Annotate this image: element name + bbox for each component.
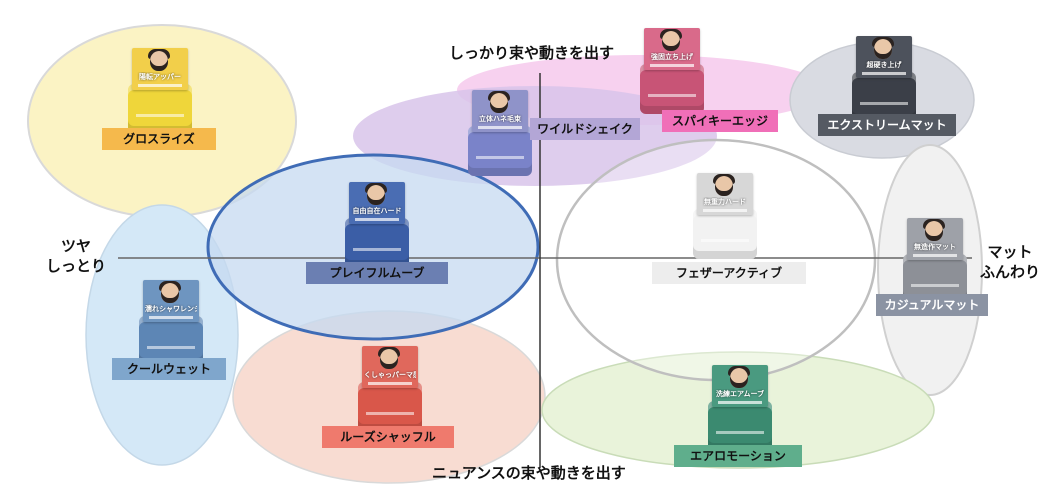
product-label: フェザーアクティブ	[652, 262, 806, 284]
product-jar-image: 強固立ち上げ	[640, 28, 704, 116]
jar-band	[911, 284, 959, 287]
jar-lid	[640, 64, 704, 114]
model-face	[874, 39, 892, 59]
jar-band	[701, 239, 749, 242]
product-jar-image: 濡れシャワレンジ	[139, 280, 203, 368]
product-jar-image: 無重力ハード	[693, 173, 757, 261]
product-label: ルーズシャッフル	[322, 426, 454, 448]
jar-sub-strip	[138, 84, 182, 87]
jar-card: 強固立ち上げ	[644, 28, 700, 70]
jar-card: くしゃっパーマ感	[362, 346, 418, 388]
jar-lid	[358, 382, 422, 432]
jar-copy-text: 強固立ち上げ	[651, 53, 693, 61]
jar-sub-strip	[703, 209, 747, 212]
model-face	[380, 349, 398, 369]
jar-lid	[468, 126, 532, 176]
product-jar-image: 洗練エアムーブ	[708, 365, 772, 453]
product-label: エクストリームマット	[818, 114, 956, 136]
jar-sub-strip	[368, 382, 412, 385]
axis-label-top: しっかり束や動きを出す	[449, 44, 615, 62]
model-face	[662, 31, 680, 51]
jar-copy-text: 濡れシャワレンジ	[145, 305, 197, 313]
axis-label-left-line1: ツヤ	[60, 237, 91, 255]
model-face	[925, 221, 943, 241]
jar-lid	[693, 209, 757, 259]
jar-band	[860, 102, 908, 105]
jar-copy-text: 自由自在ハード	[352, 207, 402, 215]
jar-band	[366, 412, 414, 415]
jar-card: 陽転アッパー	[132, 48, 188, 90]
product-label: カジュアルマット	[876, 294, 988, 316]
model-face	[367, 185, 385, 205]
axis-label-bottom: ニュアンスの束や動きを出す	[432, 464, 626, 482]
product-label: グロスライズ	[102, 128, 216, 150]
jar-sub-strip	[913, 254, 957, 257]
jar-sub-strip	[650, 64, 694, 67]
model-face	[490, 93, 508, 113]
jar-sub-strip	[862, 72, 906, 75]
product-label: スパイキーエッジ	[662, 110, 778, 132]
product-jar-image: 自由自在ハード	[345, 182, 409, 270]
jar-sub-strip	[149, 316, 193, 319]
axis-label-left-line2: しっとり	[45, 257, 106, 275]
jar-card: 濡れシャワレンジ	[143, 280, 199, 322]
model-face	[161, 283, 179, 303]
jar-copy-text: 超硬き上げ	[866, 61, 902, 69]
jar-lid	[708, 401, 772, 451]
model-face	[150, 51, 168, 71]
product-jar-image: 超硬き上げ	[852, 36, 916, 124]
jar-lid	[852, 72, 916, 122]
jar-band	[353, 248, 401, 251]
jar-card: 無造作マット	[907, 218, 963, 260]
product-jar-image: 無造作マット	[903, 218, 967, 306]
model-face	[730, 368, 748, 388]
product-jar-image: 立体ハネ毛束	[468, 90, 532, 178]
jar-card: 自由自在ハード	[349, 182, 405, 224]
jar-band	[476, 156, 524, 159]
product-jar-image: 陽転アッパー	[128, 48, 192, 136]
jar-sub-strip	[718, 401, 762, 404]
jar-card: 洗練エアムーブ	[712, 365, 768, 407]
product-label: エアロモーション	[674, 445, 802, 467]
product-label: プレイフルムーブ	[306, 262, 448, 284]
jar-band	[648, 94, 696, 97]
jar-card: 超硬き上げ	[856, 36, 912, 78]
jar-band	[136, 114, 184, 117]
jar-sub-strip	[478, 126, 522, 129]
jar-copy-text: 陽転アッパー	[139, 73, 181, 81]
jar-copy-text: 洗練エアムーブ	[715, 390, 765, 398]
axis-label-right-line1: マット	[987, 243, 1033, 261]
jar-card: 無重力ハード	[697, 173, 753, 215]
product-label: ワイルドシェイク	[530, 118, 640, 140]
jar-lid	[139, 316, 203, 366]
jar-copy-text: 無造作マット	[914, 243, 956, 251]
jar-lid	[345, 218, 409, 268]
axis-label-right-line2: ふんわり	[979, 263, 1040, 281]
jar-sub-strip	[355, 218, 399, 221]
jar-copy-text: 無重力ハード	[704, 198, 746, 206]
jar-copy-text: くしゃっパーマ感	[364, 371, 416, 379]
product-label: クールウェット	[112, 358, 226, 380]
model-face	[715, 176, 733, 196]
jar-card: 立体ハネ毛束	[472, 90, 528, 132]
jar-band	[147, 346, 195, 349]
axis-label-left: ツヤ しっとり	[36, 236, 116, 276]
axis-label-right: マット ふんわり	[970, 242, 1050, 282]
jar-band	[716, 431, 764, 434]
jar-copy-text: 立体ハネ毛束	[479, 115, 521, 123]
jar-lid	[128, 84, 192, 134]
product-jar-image: くしゃっパーマ感	[358, 346, 422, 434]
